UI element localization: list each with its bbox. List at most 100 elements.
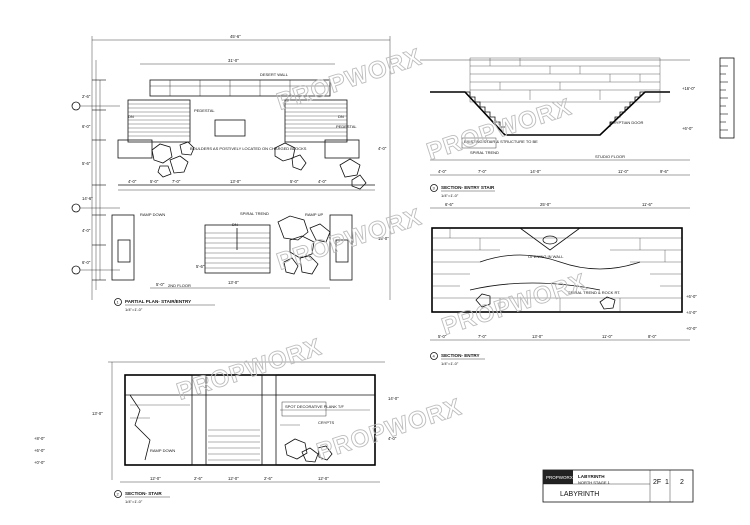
label-stair-ramp-down: RAMP DOWN	[150, 448, 175, 453]
dim-right-v1: 15'-0"	[378, 236, 389, 241]
dim-bottom-2: 13'-0"	[228, 280, 239, 285]
boulder-cluster-right	[339, 158, 367, 190]
section-entry-stair-scale: 1/4"=1'-0"	[441, 193, 459, 198]
dim-stair-b5: 12'-0"	[318, 476, 329, 481]
boulder-cluster-left	[151, 141, 195, 178]
watermark-2: PROPWORX	[424, 93, 576, 165]
dim-left-v4: 14'-6"	[82, 196, 93, 201]
dim-bottom-1: 5'-0"	[156, 282, 165, 287]
elev-stair-1: +8'-0"	[34, 436, 45, 441]
elev-stair-3: +0'-0"	[34, 460, 45, 465]
dim-stair-v1: 13'-0"	[92, 411, 103, 416]
plan-title: PARTIAL PLAN- STAIR/ENTRY	[125, 299, 191, 304]
section-stair-notes: SPOT DECORATIVE PLANK T/F	[285, 404, 344, 409]
label-boulders-note: BOULDERS AS POSTIVELY LOCATED ON CHARGED…	[190, 146, 307, 151]
title-block-project: LABYRINTH	[578, 474, 605, 479]
dim-right-v2: 4'-0"	[378, 146, 387, 151]
section-stair-title: SECTION- STAIR	[125, 491, 162, 496]
dim-stair-v2: 14'-0"	[388, 396, 399, 401]
dim-stair-v3: 4'-0"	[388, 436, 397, 441]
section-stair-number: 2	[117, 492, 120, 497]
label-trend-note: SPIRAL TREND	[240, 211, 269, 216]
title-block-sheet-no: 1	[665, 479, 669, 486]
dim-entry-b5: 8'-0"	[648, 334, 657, 339]
plan-scale: 1/4"=1'-0"	[125, 307, 143, 312]
label-egyptian-door: EGYPTIAN DOOR	[610, 120, 643, 125]
label-studio-floor: STUDIO FLOOR	[595, 154, 625, 159]
dim-row-2: 7'-0"	[172, 179, 181, 184]
section-stair-scale: 1/4"=1'-0"	[125, 499, 143, 504]
dim-entry-stair-b2: 7'-0"	[478, 169, 487, 174]
section-stair-drawing: SPOT DECORATIVE PLANK T/F CRYPTS RAMP DO…	[34, 361, 399, 504]
section-entry-rubble	[475, 293, 616, 310]
dim-stair-b2: 2'-6"	[194, 476, 203, 481]
section-entry-stair-title: SECTION- ENTRY STAIR	[441, 185, 495, 190]
label-entry-trend: SPIRAL TREND & ROCK RT.	[568, 290, 620, 295]
section-entry-scale: 1/4"=1'-0"	[441, 361, 459, 366]
dim-entry-top1: 6'-6"	[445, 202, 454, 207]
title-block-stage: NORTH STAGE 1	[578, 480, 611, 485]
label-dn-right: DN	[338, 114, 344, 119]
elev-stair-2: +6'-0"	[34, 448, 45, 453]
dim-top-inner: 31'-0"	[228, 58, 239, 63]
elev-entry-2: +4'-0"	[686, 310, 697, 315]
dim-stair-b1: 12'-0"	[150, 476, 161, 481]
dim-entry-stair-b3: 14'-0"	[530, 169, 541, 174]
label-second-floor: 2ND FLOOR	[168, 283, 191, 288]
elev-entry-1: +6'-0"	[686, 294, 697, 299]
label-ramp-up: RAMP UP	[305, 212, 323, 217]
section-stair-boulders	[284, 438, 333, 463]
section-entry-stair-number: 3	[433, 186, 436, 191]
elev-entry-stair-2: +6'-0"	[682, 126, 693, 131]
scale-ruler	[719, 57, 735, 139]
dim-entry-top3: 11'-6"	[642, 202, 653, 207]
boulder-cluster-center-top	[274, 142, 307, 171]
label-opening-in-wall: OPENING IN WALL	[528, 254, 564, 259]
dim-entry-top2: 25'-0"	[540, 202, 551, 207]
dim-entry-b1: 5'-0"	[438, 334, 447, 339]
dim-left-v2: 6'-0"	[82, 124, 91, 129]
dim-entry-stair-b5: 9'-6"	[660, 169, 669, 174]
title-block-logo: PROPWORX	[546, 475, 573, 480]
label-crypts: CRYPTS	[318, 420, 334, 425]
dim-entry-stair-b4: 11'-0"	[618, 169, 629, 174]
elev-entry-stair-1: +16'-0"	[682, 86, 696, 91]
plan-drawing: 45'-6" 31'-0" 2'-6" 6'-0" 5'-6" 14'-6" 4…	[71, 34, 391, 312]
dim-row-5: 4'-0"	[318, 179, 327, 184]
dim-row-left: 4'-0"	[128, 179, 137, 184]
title-block-sheet: 2F	[653, 479, 661, 486]
dim-left-v5: 4'-0"	[82, 228, 91, 233]
dim-left-v1: 2'-6"	[82, 94, 91, 99]
section-entry-stair-notes: EXISTING STAIR & STRUCTURE TO BE	[464, 139, 538, 144]
watermark-4: PROPWORX	[439, 268, 591, 340]
label-dn-center: DN	[232, 222, 238, 227]
label-ramp-down: RAMP DOWN	[140, 212, 165, 217]
elev-entry-3: +0'-0"	[686, 326, 697, 331]
label-dn-left: DN	[128, 114, 134, 119]
boulder-pile-center	[277, 215, 331, 275]
section-entry-stair-drawing: EXISTING STAIR & STRUCTURE TO BE EGYPTIA…	[420, 57, 696, 198]
dim-entry-stair-b1: 4'-0"	[438, 169, 447, 174]
dim-bottom-3: 5'-6"	[196, 264, 205, 269]
dim-row-4: 5'-0"	[290, 179, 299, 184]
dim-stair-b3: 12'-0"	[228, 476, 239, 481]
label-desert-wall: DESERT WALL	[260, 72, 289, 77]
section-entry-drawing: 6'-6" 25'-0" 11'-6" OPENING IN WALL SPIR…	[430, 202, 697, 366]
section-entry-title: SECTION- ENTRY	[441, 353, 480, 358]
dim-entry-b3: 13'-0"	[532, 334, 543, 339]
dim-entry-b4: 11'-0"	[602, 334, 613, 339]
section-entry-number: 4	[433, 354, 436, 359]
dim-left-v6: 6'-0"	[82, 260, 91, 265]
label-pedestal-left: PEDESTAL	[194, 108, 215, 113]
dim-stair-b4: 2'-6"	[264, 476, 273, 481]
plan-drawing-number: 1	[117, 300, 120, 305]
title-block-sheet-title: LABYRINTH	[560, 491, 599, 498]
label-pedestal-right: PEDESTAL	[336, 124, 357, 129]
dim-row-1: 5'-0"	[150, 179, 159, 184]
title-block-of: 2	[680, 479, 684, 486]
dim-row-3: 13'-0"	[230, 179, 241, 184]
watermark-1: PROPWORX	[274, 43, 426, 115]
dim-entry-b2: 7'-0"	[478, 334, 487, 339]
dim-left-v3: 5'-6"	[82, 161, 91, 166]
